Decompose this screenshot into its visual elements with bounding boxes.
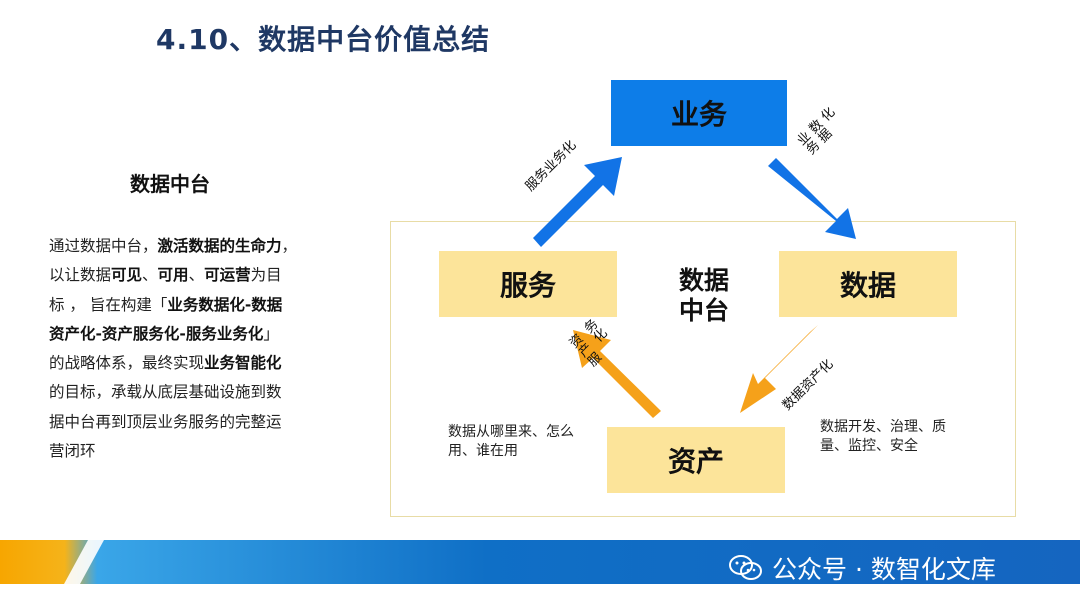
description-segment: 、 bbox=[142, 266, 158, 285]
watermark-text: 公众号 · 数智化文库 bbox=[772, 555, 996, 584]
footer-band bbox=[0, 540, 1080, 584]
footer-bottom bbox=[0, 584, 1080, 608]
description-emphasis: 可用 bbox=[157, 266, 189, 285]
watermark: 公众号 · 数智化文库 bbox=[728, 550, 996, 586]
description-segment: 为目 bbox=[250, 266, 282, 285]
description-line: 的目标，承载从底层基础设施到数 bbox=[49, 378, 333, 407]
description-segment: 营闭环 bbox=[49, 442, 96, 461]
description-line: 标 ， 旨在构建「业务数据化-数据 bbox=[49, 291, 333, 320]
description-line: 据中台再到顶层业务服务的完整运 bbox=[49, 408, 333, 437]
data-middle-platform-frame bbox=[390, 221, 1016, 517]
node-service: 服务 bbox=[439, 251, 617, 317]
node-data: 数据 bbox=[779, 251, 957, 317]
description-line: 通过数据中台，激活数据的生命力， bbox=[49, 232, 333, 261]
arrow-business-to-data bbox=[768, 158, 856, 239]
arrow-asset-to-service bbox=[573, 330, 661, 418]
page-title: 4.10、数据中台价值总结 bbox=[156, 23, 491, 56]
node-asset: 资产 bbox=[607, 427, 785, 493]
description-emphasis: 资产化-资产服务化-服务业务化 bbox=[49, 324, 264, 343]
center-label-line1: 数据 bbox=[678, 266, 729, 295]
description-line: 的战略体系，最终实现业务智能化 bbox=[49, 349, 333, 378]
arrow-data-to-asset bbox=[740, 325, 818, 413]
description-segment: 的目标，承载从底层基础设施到数 bbox=[49, 383, 282, 402]
description-segment: 、 bbox=[188, 266, 205, 285]
center-label: 数据 中台 bbox=[664, 266, 744, 326]
description-segment: 通过数据中台， bbox=[49, 237, 158, 255]
description-segment: 的战略体系，最终实现 bbox=[49, 354, 205, 373]
center-label-line2: 中台 bbox=[678, 296, 729, 325]
description-line: 资产化-资产服务化-服务业务化」 bbox=[49, 320, 333, 349]
description-line: 以让数据可见、可用、可运营为目 bbox=[49, 261, 333, 290]
description-segment: 」 bbox=[263, 324, 279, 343]
description-emphasis: 业务数据化-数据 bbox=[167, 295, 283, 314]
note-left: 数据从哪里来、怎么用、谁在用 bbox=[448, 424, 574, 459]
description-segment: 据中台再到顶层业务服务的完整运 bbox=[49, 412, 282, 431]
description-segment: 以让数据 bbox=[49, 266, 112, 285]
wechat-icon bbox=[729, 555, 762, 580]
description-segment: 标 ， 旨在构建「 bbox=[49, 295, 168, 314]
description-line: 营闭环 bbox=[49, 437, 333, 466]
description-text: 通过数据中台，激活数据的生命力，以让数据可见、可用、可运营为目标 ， 旨在构建「… bbox=[49, 232, 333, 466]
arrow-service-to-business bbox=[533, 157, 622, 247]
description-emphasis: 可见 bbox=[111, 266, 143, 285]
section-subtitle: 数据中台 bbox=[130, 172, 210, 196]
description-emphasis: 业务智能化 bbox=[204, 354, 282, 373]
note-right: 数据开发、治理、质量、监控、安全 bbox=[820, 419, 946, 454]
description-emphasis: 激活数据的生命力 bbox=[157, 237, 282, 255]
description-emphasis: 可运营 bbox=[204, 266, 251, 285]
description-segment: ， bbox=[281, 237, 298, 255]
node-business: 业务 bbox=[611, 80, 787, 146]
